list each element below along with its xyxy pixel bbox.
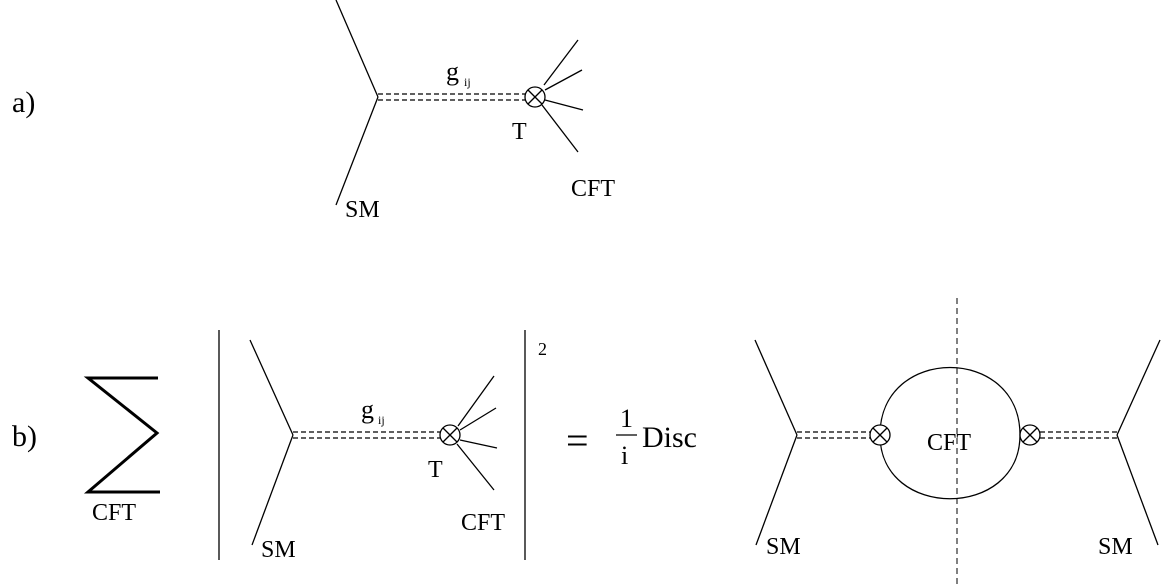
- cft-label: CFT: [571, 176, 615, 202]
- cft-loop-lower: [879, 434, 1021, 500]
- sm-line-upper-b: [249, 339, 294, 436]
- sm-line-upper: [335, 0, 379, 98]
- cft-leg-4: [541, 104, 579, 153]
- sm-label-b: SM: [261, 537, 296, 563]
- sm-line-lower-left: [755, 434, 798, 546]
- cft-label-b: CFT: [461, 510, 505, 536]
- cft-leg-3: [544, 99, 584, 111]
- cft-leg-1-b: [457, 375, 495, 427]
- fraction-numerator: 1: [620, 404, 633, 433]
- cft-leg-2: [544, 69, 583, 91]
- sum-subscript: CFT: [92, 500, 136, 526]
- coupling-g-label-b: g: [361, 395, 374, 424]
- panel-a-label: a): [12, 86, 35, 119]
- coupling-subscript-b: ij: [378, 413, 385, 427]
- cft-leg-3-b: [459, 439, 498, 449]
- sm-line-lower-right: [1116, 434, 1159, 546]
- summation-sign: [83, 376, 160, 494]
- coupling-g-label: g: [446, 57, 459, 86]
- disc-label: Disc: [642, 421, 697, 454]
- sm-line-lower-b: [251, 434, 294, 546]
- fraction-denominator: i: [621, 441, 628, 470]
- sm-line-upper-left: [754, 339, 798, 436]
- t-label: T: [512, 119, 527, 145]
- exponent-label: 2: [538, 339, 547, 359]
- cft-leg-2-b: [459, 407, 497, 431]
- sm-label: SM: [345, 197, 380, 223]
- sm-label-right: SM: [1098, 534, 1133, 560]
- panel-b: b) CFT 2 g ij T CFT SM = 1: [12, 298, 1161, 588]
- sm-label-left: SM: [766, 534, 801, 560]
- t-vertex-icon-right: [1019, 424, 1041, 446]
- cft-leg-1: [543, 39, 579, 86]
- loop-cft-label: CFT: [927, 430, 971, 456]
- cft-leg-4-b: [456, 443, 495, 491]
- t-label-b: T: [428, 457, 443, 483]
- equals-sign: =: [566, 418, 589, 463]
- panel-a: a) g ij T CFT SM: [12, 0, 615, 223]
- panel-b-label: b): [12, 420, 37, 453]
- t-vertex-icon-left: [869, 424, 891, 446]
- sm-line-upper-right: [1116, 339, 1161, 436]
- t-vertex-icon: [524, 86, 546, 108]
- t-vertex-icon-b: [439, 424, 461, 446]
- coupling-subscript: ij: [464, 75, 471, 89]
- cft-loop-upper: [879, 366, 1021, 436]
- sm-line-lower: [335, 96, 379, 206]
